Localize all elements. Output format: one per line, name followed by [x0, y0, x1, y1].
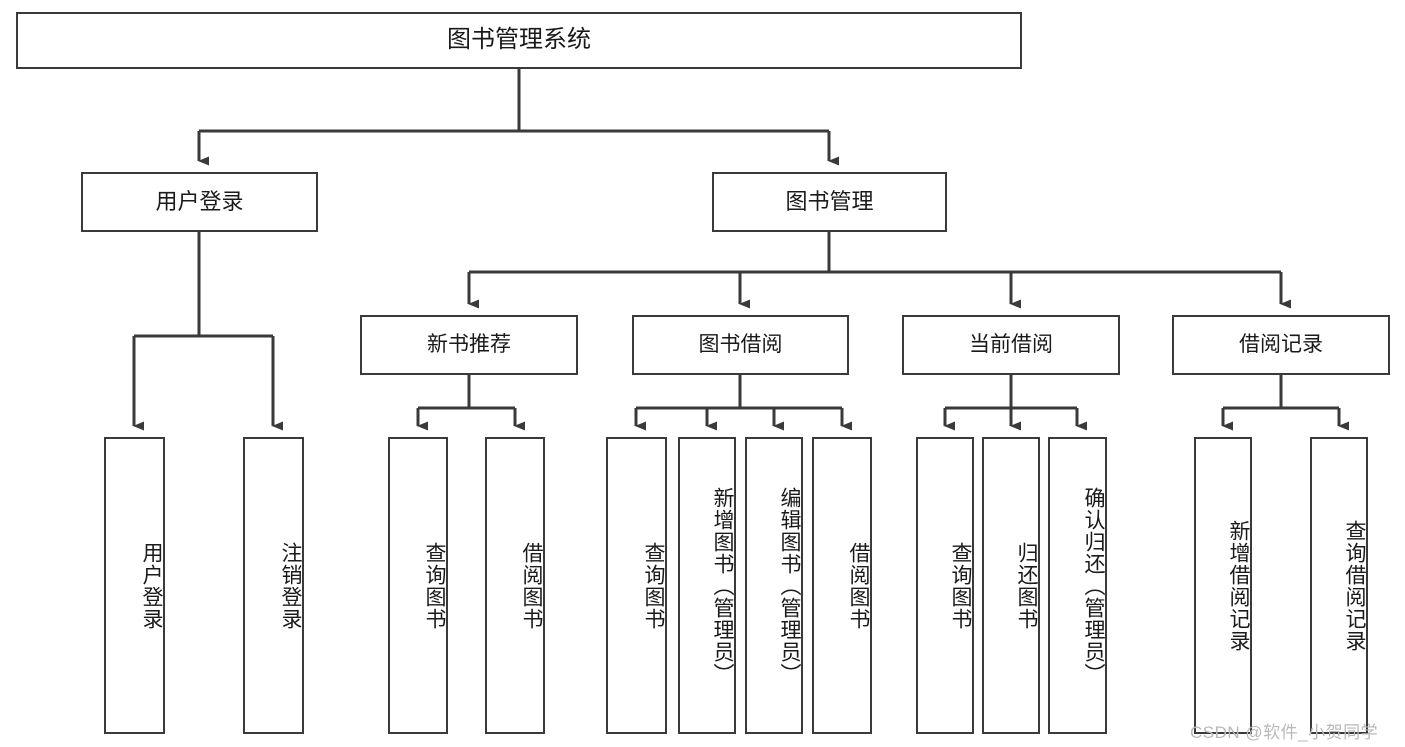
node-label: 注销登录: [279, 541, 302, 630]
node-leaf-borrow-book-bb[interactable]: 借阅图书: [812, 437, 872, 734]
csdn-watermark: CSDN @软件_小贺同学: [1190, 723, 1379, 742]
node-leaf-user-login[interactable]: 用户登录: [104, 437, 165, 734]
node-label: 查询图书: [423, 541, 446, 630]
node-label: 查询图书: [949, 541, 972, 630]
node-borrow-record[interactable]: 借阅记录: [1172, 315, 1390, 375]
node-label: 新书推荐: [427, 332, 511, 356]
node-label: 归还图书: [1015, 541, 1038, 630]
node-leaf-add-book[interactable]: 新增图书（管理员）: [678, 437, 736, 734]
node-current-borrow[interactable]: 当前借阅: [902, 315, 1120, 375]
node-label: 新增图书（管理员）: [711, 486, 734, 685]
node-label: 借阅图书: [520, 541, 543, 630]
node-label: 图书管理: [785, 189, 874, 215]
node-label: 新增借阅记录: [1227, 519, 1250, 652]
node-label: 用户登录: [140, 541, 163, 630]
node-book-borrow[interactable]: 图书借阅: [632, 315, 849, 375]
node-label: 借阅记录: [1239, 332, 1323, 356]
node-leaf-confirm-return[interactable]: 确认归还（管理员）: [1048, 437, 1107, 734]
node-leaf-borrow-book-rec[interactable]: 借阅图书: [485, 437, 545, 734]
node-root-system[interactable]: 图书管理系统: [16, 12, 1022, 69]
node-user-login[interactable]: 用户登录: [81, 172, 318, 232]
node-leaf-user-logout[interactable]: 注销登录: [243, 437, 304, 734]
node-label: 借阅图书: [847, 541, 870, 630]
node-label: 确认归还（管理员）: [1082, 486, 1105, 685]
node-label: 查询图书: [642, 541, 665, 630]
node-leaf-edit-book[interactable]: 编辑图书（管理员）: [745, 437, 803, 734]
node-label: 图书管理系统: [447, 26, 591, 54]
node-leaf-query-book-rec[interactable]: 查询图书: [388, 437, 448, 734]
node-leaf-return-book[interactable]: 归还图书: [982, 437, 1040, 734]
node-label: 当前借阅: [969, 332, 1053, 356]
node-label: 编辑图书（管理员）: [778, 486, 801, 685]
node-leaf-query-book-cb[interactable]: 查询图书: [916, 437, 974, 734]
node-leaf-query-record[interactable]: 查询借阅记录: [1310, 437, 1368, 734]
node-label: 图书借阅: [698, 332, 783, 356]
node-new-book-rec[interactable]: 新书推荐: [360, 315, 578, 375]
node-leaf-query-book-bb[interactable]: 查询图书: [606, 437, 667, 734]
node-label: 用户登录: [155, 189, 244, 215]
node-book-manage[interactable]: 图书管理: [712, 172, 947, 232]
node-leaf-add-record[interactable]: 新增借阅记录: [1194, 437, 1252, 734]
node-label: 查询借阅记录: [1343, 519, 1366, 652]
